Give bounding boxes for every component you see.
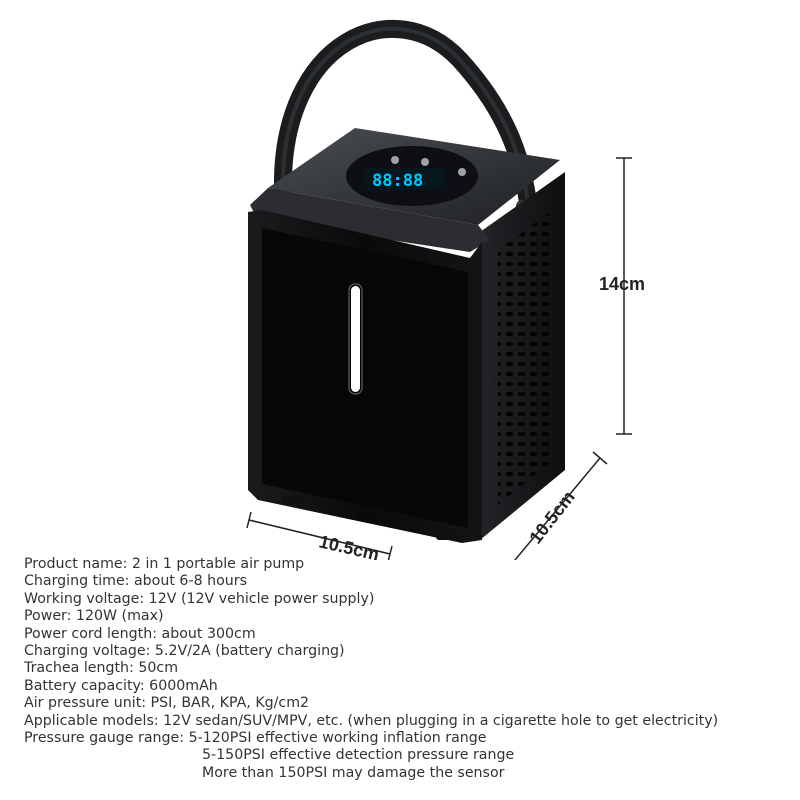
- width-dimension: [246, 511, 393, 560]
- spec-trachea-length: Trachea length: 50cm: [24, 660, 179, 677]
- spec-power: Power: 120W (max): [24, 608, 164, 625]
- svg-text:88:88: 88:88: [372, 171, 423, 191]
- spec-air-pressure-unit: Air pressure unit: PSI, BAR, KPA, Kg/cm2: [24, 695, 310, 712]
- mode-button-icon[interactable]: [391, 156, 399, 164]
- specifications-list: Product name: 2 in 1 portable air pump C…: [24, 556, 794, 782]
- spec-pressure-gauge-range: Pressure gauge range: 5-120PSI effective…: [24, 730, 487, 747]
- front-panel: [248, 210, 482, 543]
- spec-working-voltage: Working voltage: 12V (12V vehicle power …: [24, 590, 375, 607]
- spec-charging-time: Charging time: about 6-8 hours: [24, 573, 247, 590]
- light-button-icon[interactable]: [458, 168, 466, 176]
- spec-battery-capacity: Battery capacity: 6000mAh: [24, 677, 218, 694]
- depth-dimension: [514, 451, 608, 560]
- depth-label: 10.5cm: [525, 487, 578, 547]
- power-button-icon[interactable]: [421, 158, 429, 166]
- spec-power-cord-length: Power cord length: about 300cm: [24, 625, 256, 642]
- height-dimension: [616, 157, 632, 435]
- spec-applicable-models: Applicable models: 12V sedan/SUV/MPV, et…: [24, 712, 719, 729]
- light-strip: [351, 286, 360, 392]
- foot-right: [436, 533, 458, 540]
- spec-detection-range: 5-150PSI effective detection pressure ra…: [202, 747, 515, 764]
- side-panel: [480, 172, 565, 540]
- height-label: 14cm: [599, 274, 645, 294]
- digital-display: 88:88: [346, 146, 478, 206]
- product-figure: 88:88 14cm 10.5cm 10.5cm: [246, 19, 645, 560]
- spec-sensor-warning: More than 150PSI may damage the sensor: [202, 764, 505, 781]
- spec-product-name: Product name: 2 in 1 portable air pump: [24, 556, 305, 572]
- spec-charging-voltage: Charging voltage: 5.2V/2A (battery charg…: [24, 643, 345, 660]
- foot-left: [282, 496, 304, 503]
